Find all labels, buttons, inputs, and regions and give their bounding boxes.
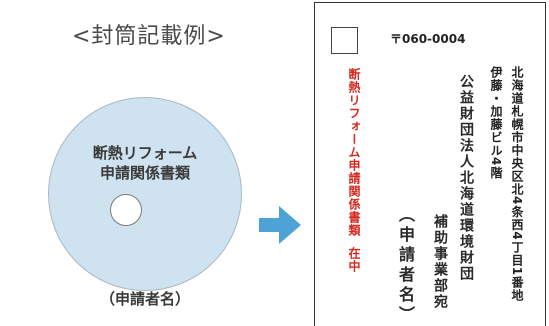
postal-code: 〒060-0004 bbox=[390, 32, 466, 46]
cd-disc bbox=[48, 97, 242, 291]
envelope bbox=[314, 2, 546, 326]
organization-name: 公益財団法人北海道環境財団 bbox=[458, 74, 474, 282]
enclosed-suffix: 在中 bbox=[347, 247, 361, 273]
page-title: <封筒記載例> bbox=[72, 24, 226, 49]
address-line1: 北海道札幌市中央区北4条西4丁目1番地 bbox=[510, 66, 524, 303]
envelope-applicant-name: （申請者名） bbox=[396, 206, 415, 326]
stamp-box bbox=[331, 27, 358, 54]
arrow-right-icon bbox=[259, 206, 301, 244]
disc-label-line2: 申請関係書類 bbox=[99, 164, 190, 182]
address-line2: 伊藤・加藤ビル4階 bbox=[489, 66, 503, 180]
department-name: 補助事業部宛 bbox=[432, 214, 448, 310]
enclosed-label: 断熱リフォーム申請関係書類 bbox=[347, 68, 361, 237]
disc-applicant-name: （申請者名） bbox=[99, 290, 190, 308]
disc-label-line1: 断熱リフォーム bbox=[92, 144, 198, 162]
cd-disc-hole bbox=[110, 194, 142, 226]
enclosed-notice: 断熱リフォーム申請関係書類在中 bbox=[346, 68, 363, 273]
